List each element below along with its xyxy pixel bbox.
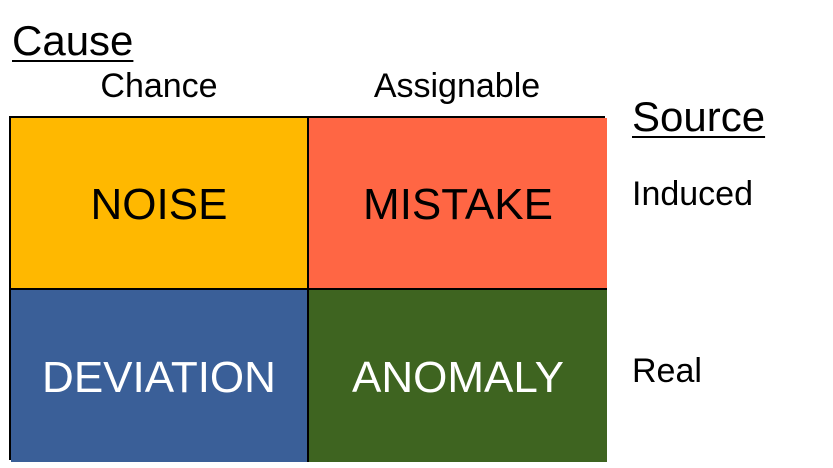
column-label-chance: Chance bbox=[100, 67, 218, 105]
column-label-assignable: Assignable bbox=[373, 67, 541, 105]
matrix-cell-mistake: MISTAKE bbox=[309, 118, 607, 290]
cause-source-matrix: NOISE MISTAKE DEVIATION ANOMALY bbox=[9, 116, 607, 462]
matrix-cell-label: DEVIATION bbox=[42, 353, 276, 402]
row-label-induced: Induced bbox=[632, 175, 753, 213]
matrix-cell-noise: NOISE bbox=[11, 118, 309, 290]
matrix-cell-deviation: DEVIATION bbox=[11, 290, 309, 462]
matrix-cell-label: NOISE bbox=[90, 180, 228, 229]
cause-title: Cause bbox=[12, 17, 134, 64]
row-label-real: Real bbox=[632, 352, 702, 390]
matrix-cell-label: ANOMALY bbox=[352, 353, 564, 402]
matrix-cell-label: MISTAKE bbox=[363, 180, 553, 229]
source-title: Source bbox=[632, 93, 766, 140]
matrix-cell-anomaly: ANOMALY bbox=[309, 290, 607, 462]
